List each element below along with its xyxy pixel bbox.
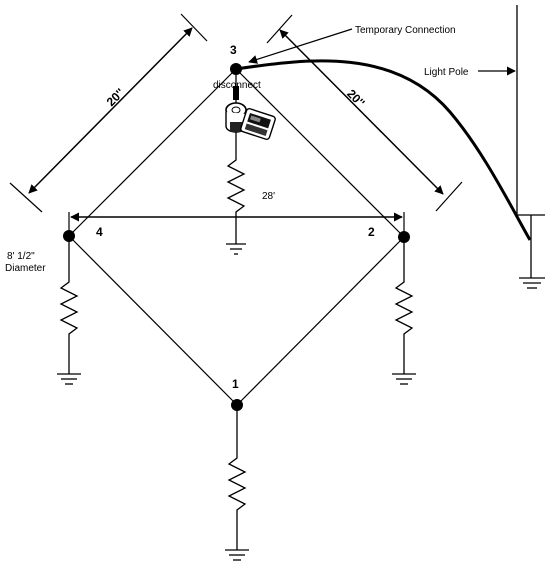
diameter-label-line1: 8' 1/2": [7, 251, 35, 262]
pole-outline: [516, 5, 545, 216]
ground-rod-4: [57, 236, 81, 385]
light-pole: [516, 5, 545, 289]
ext-line-bottom-right: [435, 181, 463, 212]
node-2-dot: [398, 231, 410, 243]
ground-rod-3: [226, 140, 246, 255]
nodes: [63, 63, 410, 411]
disconnect-label: disconnect: [213, 80, 261, 91]
line-3-to-4: [68, 68, 237, 237]
line-2-to-1: [236, 236, 405, 406]
dimension-left-label: 20'': [104, 85, 127, 108]
node-2-label: 2: [368, 225, 375, 239]
node-1-label: 1: [232, 377, 239, 391]
dimension-left-20: [9, 13, 208, 213]
dimension-right-20: [266, 14, 463, 212]
light-pole-label: Light Pole: [424, 67, 469, 78]
diameter-label-line2: Diameter: [5, 263, 46, 274]
resistor-zigzag: [226, 140, 246, 238]
ground-rod-1: [225, 405, 249, 561]
disconnect-meter-icon: [225, 72, 276, 140]
ground-rod-2: [392, 237, 416, 385]
resistor-zigzag: [59, 236, 79, 370]
resistor-zigzag: [227, 405, 247, 546]
resistor-zigzag: [394, 237, 414, 370]
temporary-connection-arrow: [248, 28, 353, 64]
ext-line-top-left: [180, 13, 208, 42]
node-3-label: 3: [230, 43, 237, 57]
node-3-dot: [230, 63, 242, 75]
line-4-to-1: [68, 235, 238, 406]
temporary-connection-label: Temporary Connection: [355, 25, 456, 36]
ext-line-top-right: [266, 14, 293, 44]
node-1-dot: [231, 399, 243, 411]
ext-line-bottom-left: [9, 182, 43, 213]
dimension-right-label: 20'': [344, 87, 367, 110]
line-3-to-2: [235, 68, 405, 238]
temporary-connection-cable: [235, 59, 532, 241]
node-4-label: 4: [96, 225, 103, 239]
node-4-dot: [63, 230, 75, 242]
spacing-28-label: 28': [262, 191, 275, 202]
callout-arrows: [248, 28, 516, 76]
